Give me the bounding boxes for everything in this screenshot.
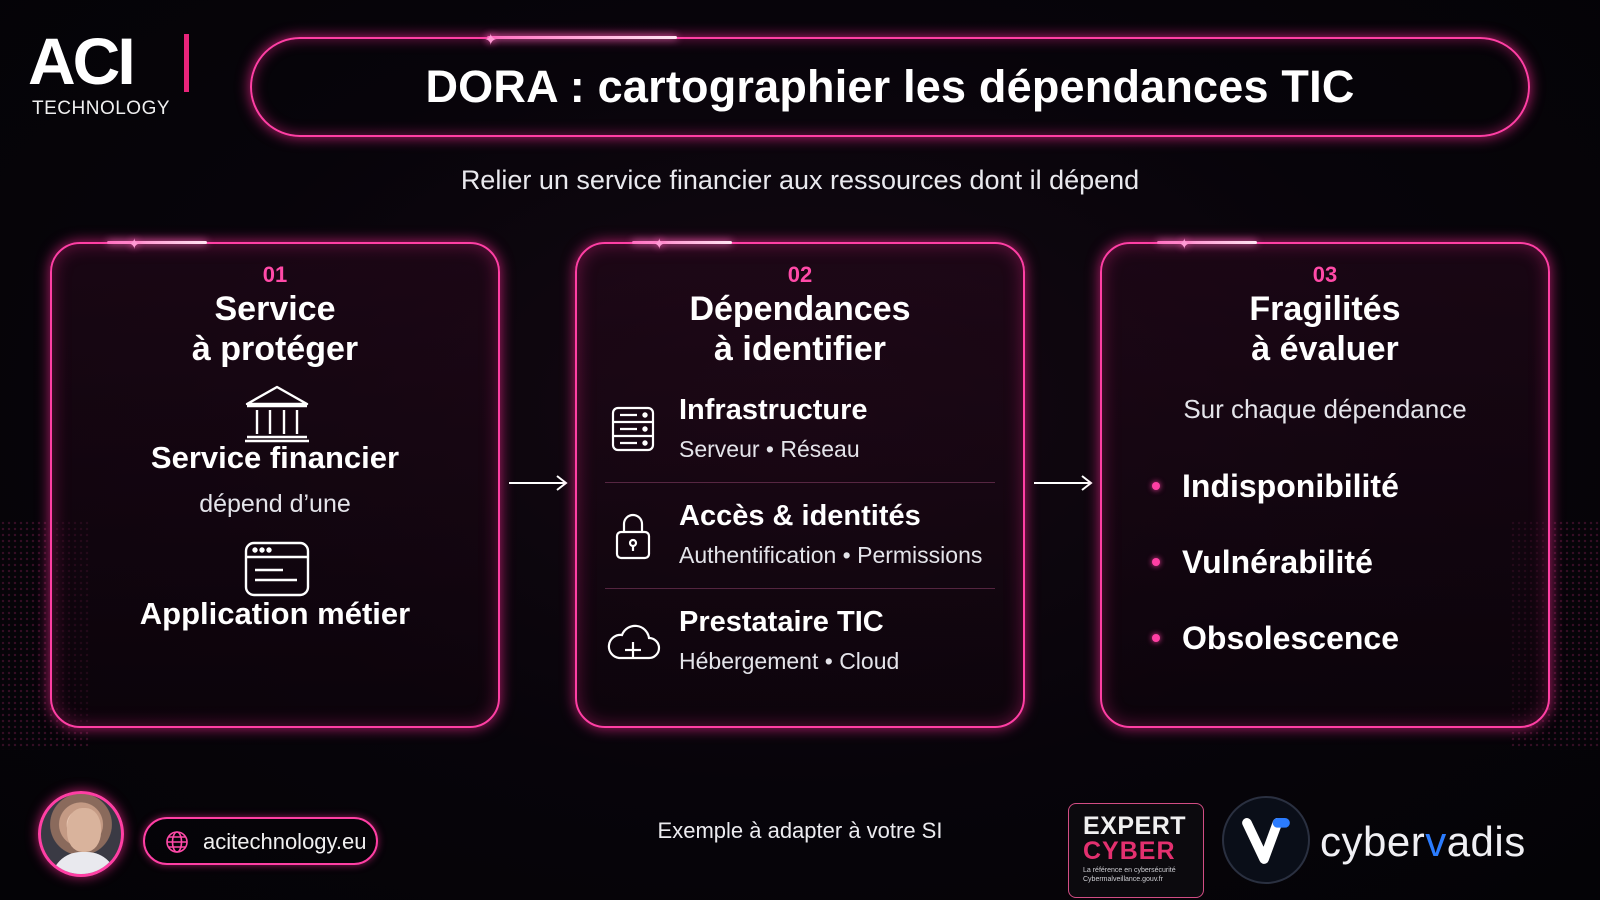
- badge-line2: CYBER: [1083, 837, 1176, 865]
- card-title-line2: à identifier: [714, 330, 886, 368]
- logo-text: ACI: [28, 24, 136, 98]
- website-link[interactable]: acitechnology.eu: [143, 817, 378, 865]
- card-title: Fragilités à évaluer: [1102, 289, 1548, 369]
- bank-icon: [245, 385, 309, 443]
- card-title: Dépendances à identifier: [577, 289, 1023, 369]
- wordmark-suffix: adis: [1446, 818, 1526, 865]
- check-v-icon: [1242, 818, 1290, 864]
- card-service: ✦ 01 Service à protéger Service financie…: [50, 236, 500, 728]
- card-title: Service à protéger: [52, 289, 498, 369]
- wordmark-accent: v: [1425, 818, 1447, 865]
- dependency-title: Prestataire TIC: [679, 606, 884, 638]
- dependency-item-acces: Accès & identités Authentification • Per…: [605, 500, 1005, 604]
- card-title-line2: à protéger: [191, 330, 359, 368]
- fragility-label: Indisponibilité: [1182, 468, 1399, 504]
- website-url: acitechnology.eu: [203, 829, 367, 854]
- bullet-dot: [1152, 557, 1160, 566]
- author-avatar: [38, 791, 124, 877]
- service-financier-label: Service financier: [150, 440, 400, 475]
- card-number: 01: [262, 262, 288, 287]
- server-icon: [611, 406, 655, 452]
- fragility-item: Vulnérabilité: [1152, 544, 1373, 581]
- fragility-label: Obsolescence: [1182, 620, 1399, 656]
- globe-icon: [166, 831, 188, 853]
- fragility-item: Obsolescence: [1152, 620, 1399, 657]
- cybervadis-wordmark: cybervadis: [1320, 818, 1526, 866]
- bullet-dot: [1152, 633, 1160, 642]
- page-title: DORA : cartographier les dépendances TIC: [425, 61, 1355, 112]
- sparkle-icon: ✦: [128, 236, 141, 253]
- logo-subtext: TECHNOLOGY: [32, 98, 171, 119]
- card-title-line2: à évaluer: [1251, 330, 1399, 368]
- dependency-title: Accès & identités: [679, 500, 921, 532]
- card-title-line1: Dépendances: [689, 290, 911, 328]
- dependency-title: Infrastructure: [679, 394, 868, 426]
- logo-accent-bar: [184, 34, 189, 92]
- card-fragilites: ✦ 03 Fragilités à évaluer Sur chaque dép…: [1100, 236, 1550, 728]
- card-title-line1: Service: [214, 290, 336, 328]
- card-number: 03: [1312, 262, 1338, 287]
- card-title-line1: Fragilités: [1249, 290, 1401, 328]
- relation-label: dépend d’une: [199, 490, 351, 518]
- page-subtitle: Relier un service financier aux ressourc…: [460, 165, 1140, 195]
- glow-highlight: [1157, 241, 1257, 244]
- wordmark-prefix: cyber: [1320, 818, 1426, 865]
- sparkle-icon: ✦: [1178, 236, 1191, 253]
- fragility-lead: Sur chaque dépendance: [1183, 394, 1467, 424]
- avatar-shirt: [51, 852, 117, 874]
- sparkle-icon: ✦: [484, 32, 498, 49]
- badge-tagline: La référence en cybersécurité Cybermalve…: [1083, 867, 1176, 883]
- glow-highlight: [487, 36, 677, 39]
- fragility-item: Indisponibilité: [1152, 468, 1399, 505]
- glow-highlight: [632, 241, 732, 244]
- expert-cyber-badge: EXPERT CYBER La référence en cybersécuri…: [1068, 803, 1204, 898]
- app-window-icon: [244, 541, 310, 597]
- avatar-face: [67, 808, 101, 852]
- fragility-label: Vulnérabilité: [1182, 544, 1373, 580]
- title-banner: ✦ DORA : cartographier les dépendances T…: [250, 32, 1530, 137]
- arrow-right-icon: [509, 475, 568, 491]
- arrow-right-icon: [1034, 475, 1093, 491]
- footnote: Exemple à adapter à votre SI: [657, 818, 943, 843]
- sparkle-icon: ✦: [653, 236, 666, 253]
- card-dependances: ✦ 02 Dépendances à identifier Infrastruc…: [575, 236, 1025, 728]
- brand-logo: ACI TECHNOLOGY: [28, 28, 198, 128]
- divider: [605, 482, 995, 483]
- card-number: 02: [787, 262, 813, 287]
- badge-line1: EXPERT: [1083, 812, 1187, 840]
- dependency-item-infrastructure: Infrastructure Serveur • Réseau: [605, 394, 1005, 498]
- cloud-plus-icon: [607, 624, 661, 660]
- dependency-subtitle: Serveur • Réseau: [679, 436, 860, 462]
- glow-highlight: [107, 241, 207, 244]
- lock-icon: [615, 513, 651, 560]
- divider: [605, 588, 995, 589]
- dependency-subtitle: Hébergement • Cloud: [679, 648, 900, 674]
- dependency-subtitle: Authentification • Permissions: [679, 542, 983, 568]
- cybervadis-logo-mark: [1222, 796, 1310, 884]
- dependency-item-prestataire: Prestataire TIC Hébergement • Cloud: [605, 606, 1005, 710]
- bullet-dot: [1152, 481, 1160, 490]
- application-metier-label: Application métier: [139, 596, 411, 631]
